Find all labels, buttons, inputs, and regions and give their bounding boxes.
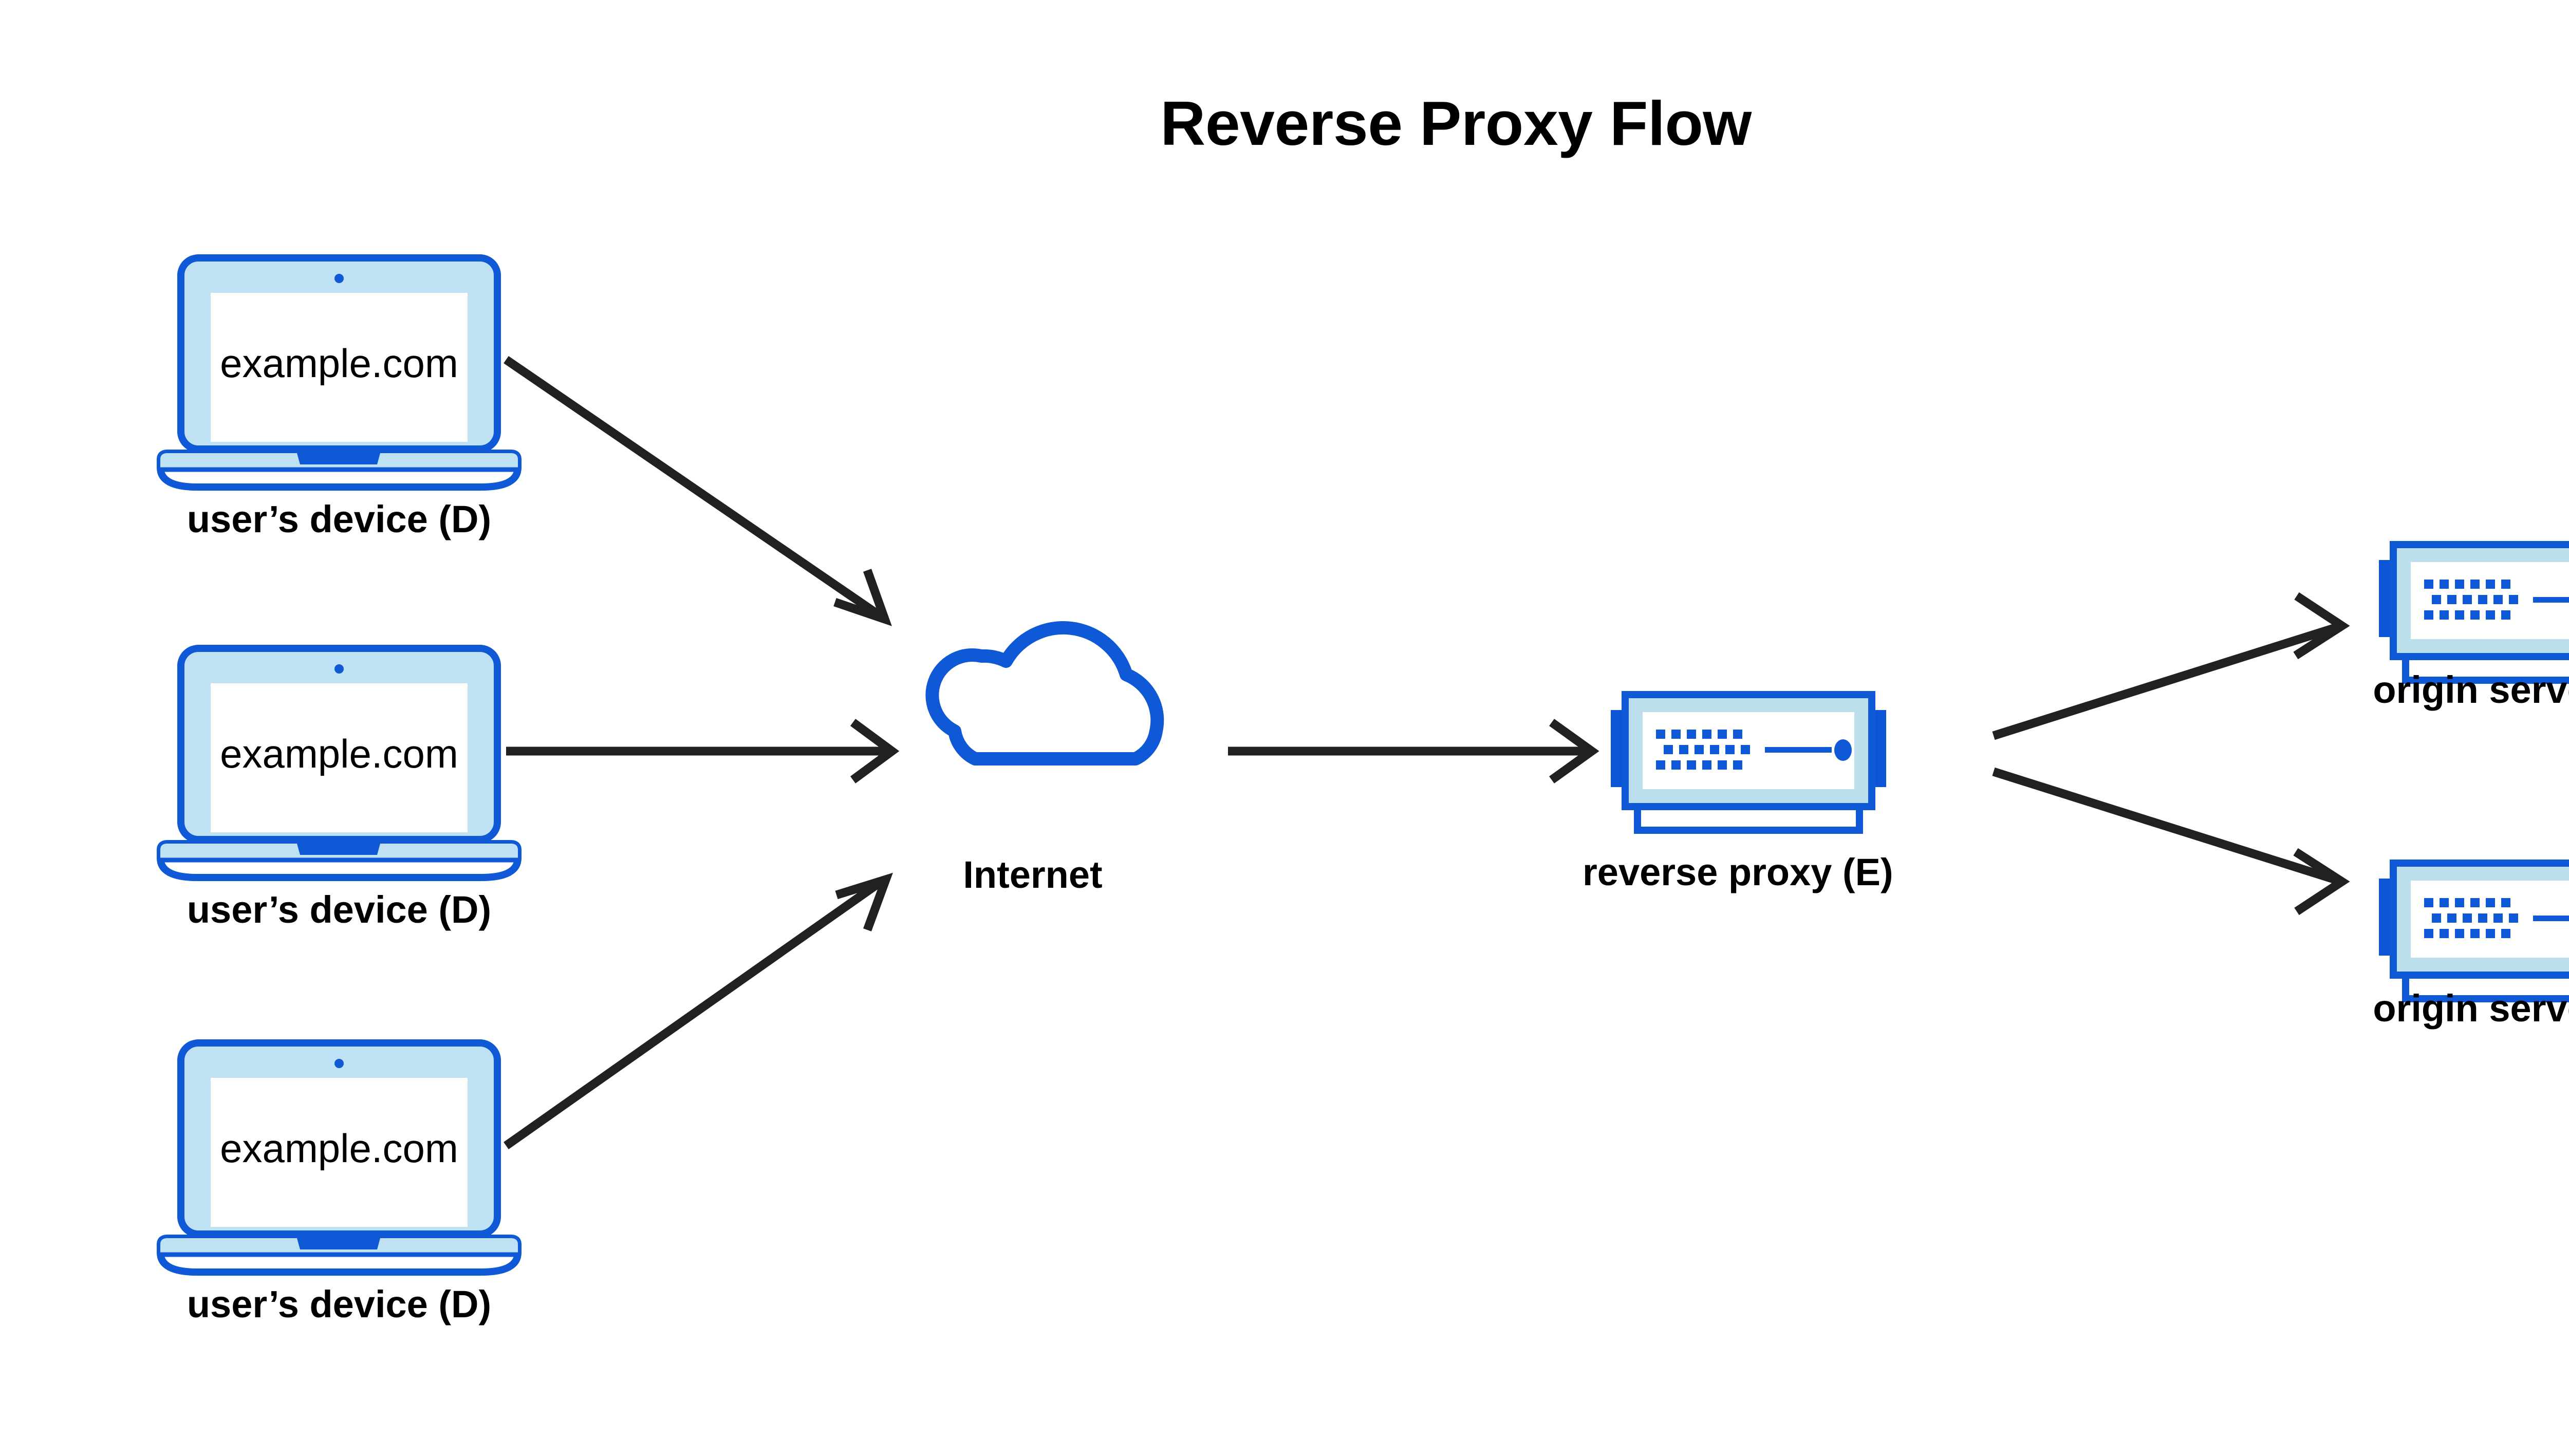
page-title: Reverse Proxy Flow <box>1160 88 1752 158</box>
connector-client1-internet <box>504 356 892 626</box>
origin-server-1-label: origin server (F) <box>2373 668 2569 711</box>
origin-server-icon-2[interactable] <box>2379 863 2569 999</box>
client-2-label: user’s device (D) <box>187 888 492 931</box>
origin-server-icon-1[interactable] <box>2379 545 2569 680</box>
client-3-label: user’s device (D) <box>187 1283 492 1326</box>
origin-server-2-label: origin server (F) <box>2373 987 2569 1030</box>
client-2-screen-text: example.com <box>220 731 458 776</box>
client-3-screen-text: example.com <box>220 1126 458 1171</box>
reverse-proxy-server-icon[interactable] <box>1611 695 1886 830</box>
cloud-icon[interactable] <box>932 628 1157 759</box>
connector-client3-internet <box>504 872 893 1149</box>
connector-proxy-origin1 <box>1992 592 2350 740</box>
reverse-proxy-label: reverse proxy (E) <box>1583 851 1893 893</box>
client-1-label: user’s device (D) <box>187 498 492 540</box>
connector-proxy-origin2 <box>1992 767 2350 916</box>
client-1-screen-text: example.com <box>220 341 458 386</box>
connector-internet-proxy <box>1228 719 1599 783</box>
internet-label: Internet <box>963 853 1103 896</box>
connector-client2-internet <box>506 719 900 783</box>
